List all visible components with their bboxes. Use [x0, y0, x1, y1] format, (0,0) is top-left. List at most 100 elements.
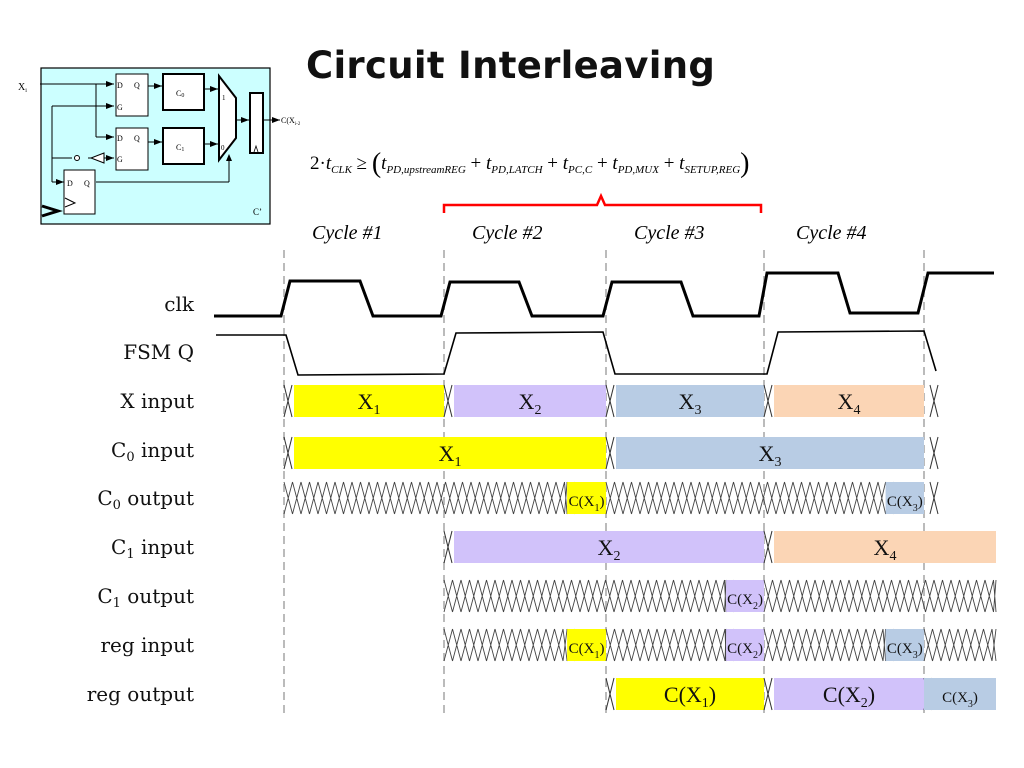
- cycle-label: Cycle #1: [312, 222, 383, 244]
- reg-input-invalid-region: [923, 628, 997, 662]
- cycle-label: Cycle #4: [796, 222, 867, 244]
- formula-term-var: t: [679, 153, 685, 174]
- timing-constraint-formula: 2·tCLK ≥ (tPD,upstreamREG + tPD,LATCH + …: [310, 148, 750, 179]
- slide-title: Circuit Interleaving: [306, 44, 716, 87]
- latch-0: [115, 73, 149, 117]
- c0-output-value-label: C(X1): [569, 494, 605, 514]
- cycle-label: Cycle #2: [472, 222, 543, 244]
- x-input-value-label: X1: [358, 389, 381, 418]
- c0-output-transition: [929, 481, 939, 515]
- reg-input-invalid-region: [605, 628, 727, 662]
- ff-d-pin: D: [67, 179, 73, 188]
- red-brace: [442, 192, 763, 213]
- c0-input-transition: [605, 436, 615, 470]
- fsm-q-waveform: [216, 330, 937, 376]
- cycle-label: Cycle #3: [634, 222, 705, 244]
- clk-waveform: [214, 271, 994, 318]
- reg-output-transition: [763, 677, 773, 711]
- c0-output-value-segment: [567, 482, 606, 514]
- clock-input-symbol: [41, 204, 64, 218]
- formula-dot: ·: [319, 153, 326, 174]
- reg-output-value-label: C(X3): [942, 690, 978, 710]
- signal-label-c0-output: C0 output: [97, 486, 194, 513]
- x-input-value-segment: [294, 385, 444, 417]
- c1-output-invalid-region: [443, 579, 727, 613]
- c1-output-value-label: C(X2): [727, 592, 763, 612]
- block-c0-label: C0: [176, 89, 184, 99]
- formula-relation: ≥: [356, 153, 368, 174]
- formula-lhs-sub: CLK: [331, 164, 352, 176]
- formula-close-paren: ): [740, 148, 750, 179]
- reg-input-invalid-region: [763, 628, 887, 662]
- c0-output-value-segment: [885, 482, 924, 514]
- block-c1-label: C1: [176, 143, 184, 153]
- reg-input-value-label: C(X3): [887, 641, 923, 661]
- c0-input-transition: [929, 436, 939, 470]
- formula-coefficient: 2: [310, 153, 320, 174]
- x-input-transition: [283, 384, 293, 418]
- output-register: [249, 92, 264, 154]
- signal-label-fsm-q: FSM Q: [123, 340, 194, 364]
- mux-input-1-label: 1: [222, 94, 226, 102]
- ff-clock-triangle: [64, 197, 77, 208]
- signal-label-clk: clk: [164, 292, 194, 316]
- latch-1-g-pin: G: [117, 155, 123, 164]
- reg-output-transition: [605, 677, 615, 711]
- signal-label-c1-input: C1 input: [111, 535, 194, 562]
- x-input-value-segment: [454, 385, 606, 417]
- c0-output-value-label: C(X3): [887, 494, 923, 514]
- latch-0-d-pin: D: [117, 81, 123, 90]
- inverter: [89, 152, 105, 164]
- latch-1-d-pin: D: [117, 134, 123, 143]
- c0-input-value-label: X3: [759, 441, 782, 470]
- reg-output-value-segment: [616, 678, 764, 710]
- reg-output-value-segment: [774, 678, 924, 710]
- x-input-value-label: X3: [679, 389, 702, 418]
- c1-input-transition: [763, 530, 773, 564]
- block-c1: [162, 127, 205, 165]
- reg-input-value-label: C(X2): [727, 641, 763, 661]
- signal-label-reg-input: reg input: [100, 633, 194, 657]
- c1-input-value-segment: [454, 531, 764, 563]
- c0-output-invalid-region: [283, 481, 568, 515]
- latch-0-q-pin: Q: [134, 81, 140, 90]
- x-input-value-label: X2: [519, 389, 542, 418]
- c1-input-value-segment: [774, 531, 996, 563]
- c1-input-value-label: X2: [598, 535, 621, 564]
- x-input-value-label: X4: [838, 389, 861, 418]
- reg-input-value-segment: [567, 629, 606, 661]
- formula-open-paren: (: [371, 148, 382, 179]
- formula-term-sub: PD,LATCH: [491, 164, 543, 176]
- x-input-transition: [929, 384, 939, 418]
- x-input-transition: [763, 384, 773, 418]
- c0-input-transition: [283, 436, 293, 470]
- reg-output-value-segment: [924, 678, 996, 710]
- formula-lhs-var: t: [325, 153, 332, 174]
- reg-input-invalid-region: [443, 628, 568, 662]
- c1-input-value-label: X4: [874, 535, 897, 564]
- c1-input-transition: [443, 530, 453, 564]
- circuit-arrowheads: [56, 81, 280, 185]
- c0-input-value-segment: [294, 437, 606, 469]
- reg-input-value-segment: [726, 629, 764, 661]
- fsm-flip-flop: [63, 169, 96, 215]
- latch-1: [115, 127, 149, 171]
- reg-output-value-label: C(X1): [664, 682, 716, 711]
- circuit-module-name: C’: [253, 207, 262, 217]
- formula-term-var: t: [612, 153, 618, 174]
- formula-term-sub: PC,C: [568, 164, 593, 176]
- latch-0-g-pin: G: [117, 103, 123, 112]
- formula-term-sub: SETUP,REG: [684, 164, 741, 176]
- ff-q-pin: Q: [84, 179, 90, 188]
- register-clock-triangle: [253, 144, 259, 153]
- signal-label-c0-input: C0 input: [111, 438, 194, 465]
- reg-input-value-segment: [885, 629, 924, 661]
- mux: [218, 73, 237, 163]
- x-input-value-segment: [616, 385, 764, 417]
- circuit-output-label: C(Xi-2): [281, 116, 300, 127]
- c0-input-value-label: X1: [439, 441, 462, 470]
- mux-input-0-label: 0: [221, 144, 225, 152]
- inverter-bubble: [74, 155, 80, 161]
- x-input-value-segment: [774, 385, 924, 417]
